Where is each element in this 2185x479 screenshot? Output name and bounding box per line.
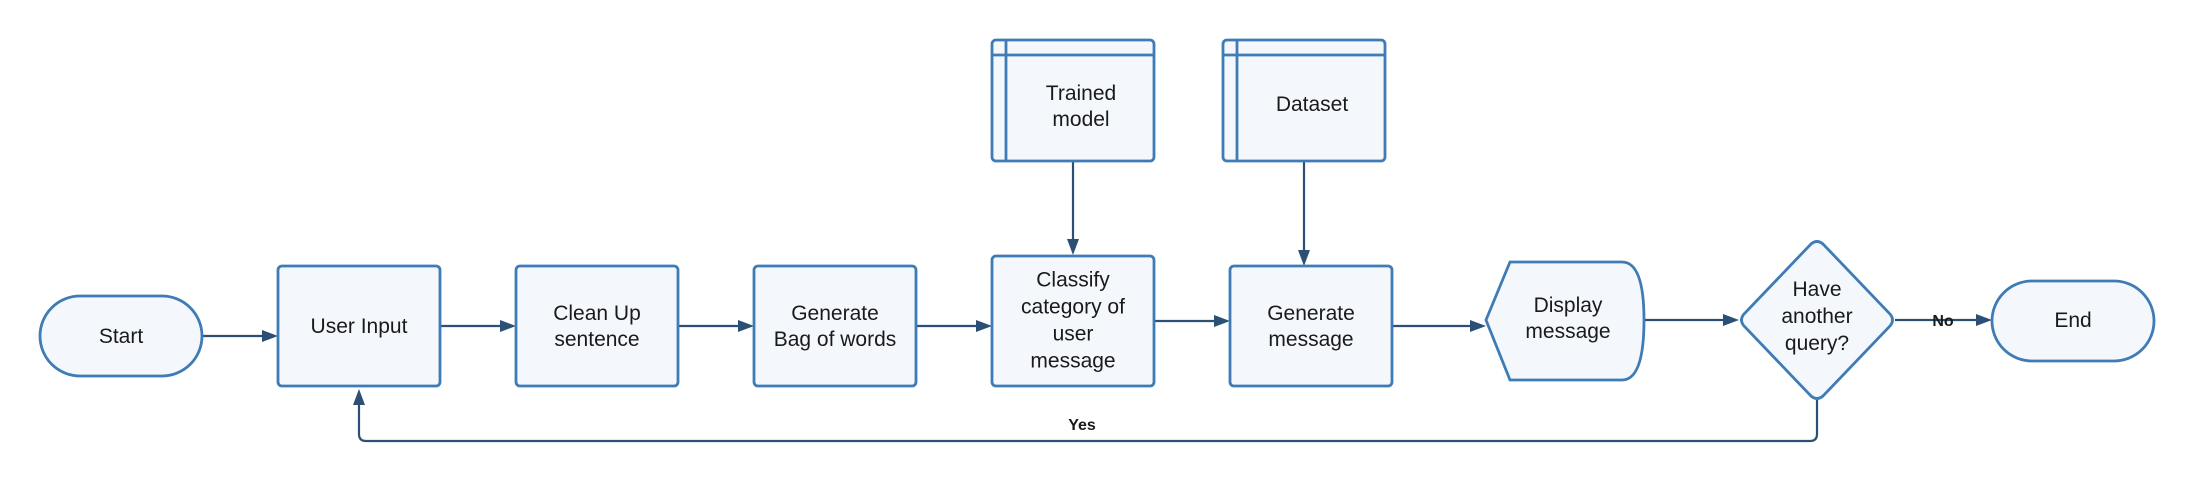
label-line: Clean Up — [553, 302, 641, 325]
label-line: model — [1052, 108, 1109, 131]
label-line: query? — [1785, 332, 1849, 355]
edge-decision-yes-to-user-input — [353, 389, 1819, 443]
label-line: user — [1053, 322, 1094, 345]
process-shape — [752, 264, 918, 388]
label-line: category of — [1021, 295, 1125, 318]
label-line: message — [1030, 349, 1115, 372]
edge-decision-to-end — [1895, 314, 1992, 326]
node-clean-up-label: Clean Up sentence — [553, 302, 641, 351]
edge-bag-of-words-to-classify — [916, 320, 992, 332]
display-shape — [1484, 260, 1646, 382]
node-trained-model: Trained model — [990, 38, 1156, 163]
label-line: User Input — [311, 315, 408, 338]
edges — [202, 161, 1992, 443]
edge-user-input-to-clean-up — [440, 320, 516, 332]
label-line: Classify — [1036, 268, 1110, 291]
edge-start-to-user-input — [202, 330, 278, 342]
node-end-label: End — [2054, 309, 2091, 332]
node-display-message-label: Display message — [1525, 294, 1610, 343]
edge-display-message-to-decision — [1644, 314, 1739, 326]
edge-label-no: No — [1932, 313, 1954, 330]
label-line: Trained — [1046, 82, 1116, 105]
label-line: message — [1268, 328, 1353, 351]
label-line: Generate — [1267, 302, 1355, 325]
terminal-shape — [38, 294, 204, 378]
node-dataset: Dataset — [1221, 38, 1387, 163]
label-line: End — [2054, 309, 2091, 332]
label-line: Display — [1534, 294, 1603, 317]
node-generate-message-label: Generate message — [1267, 302, 1355, 351]
terminal-shape — [1990, 279, 2156, 363]
edge-trained-model-to-classify — [1067, 161, 1079, 255]
node-classify-label: Classify category of user message — [1021, 268, 1125, 372]
node-dataset-label: Dataset — [1276, 93, 1349, 116]
node-start-label: Start — [99, 325, 144, 348]
node-classify-category: Classify category of user message — [990, 254, 1156, 388]
process-shape — [1228, 264, 1394, 388]
process-shape — [990, 254, 1156, 388]
node-user-input: User Input — [276, 264, 442, 388]
label-line: Bag of words — [774, 328, 897, 351]
edge-generate-message-to-display-message — [1392, 320, 1486, 332]
data-store-shape — [990, 38, 1156, 163]
edge-label-yes: Yes — [1068, 417, 1096, 434]
node-end: End — [1990, 279, 2156, 363]
label-line: message — [1525, 320, 1610, 343]
label-line: Start — [99, 325, 144, 348]
label-line: Dataset — [1276, 93, 1349, 116]
node-trained-model-label: Trained model — [1046, 82, 1116, 131]
node-display-message: Display message — [1484, 260, 1646, 382]
label-line: Have — [1792, 278, 1841, 301]
node-decision-label: Have another query? — [1781, 278, 1852, 355]
edge-classify-to-generate-message — [1154, 315, 1230, 327]
process-shape — [276, 264, 442, 388]
node-clean-up-sentence: Clean Up sentence — [514, 264, 680, 388]
edge-dataset-to-generate-message — [1298, 161, 1310, 266]
label-line: another — [1781, 305, 1852, 328]
node-user-input-label: User Input — [311, 315, 408, 338]
edge-clean-up-to-bag-of-words — [678, 320, 754, 332]
node-start: Start — [38, 294, 204, 378]
label-line: sentence — [554, 328, 639, 351]
node-decision: Have another query? — [1740, 240, 1894, 400]
node-generate-message: Generate message — [1228, 264, 1394, 388]
process-shape — [514, 264, 680, 388]
data-store-shape — [1221, 38, 1387, 163]
label-line: Generate — [791, 302, 879, 325]
decision-shape — [1740, 240, 1894, 400]
